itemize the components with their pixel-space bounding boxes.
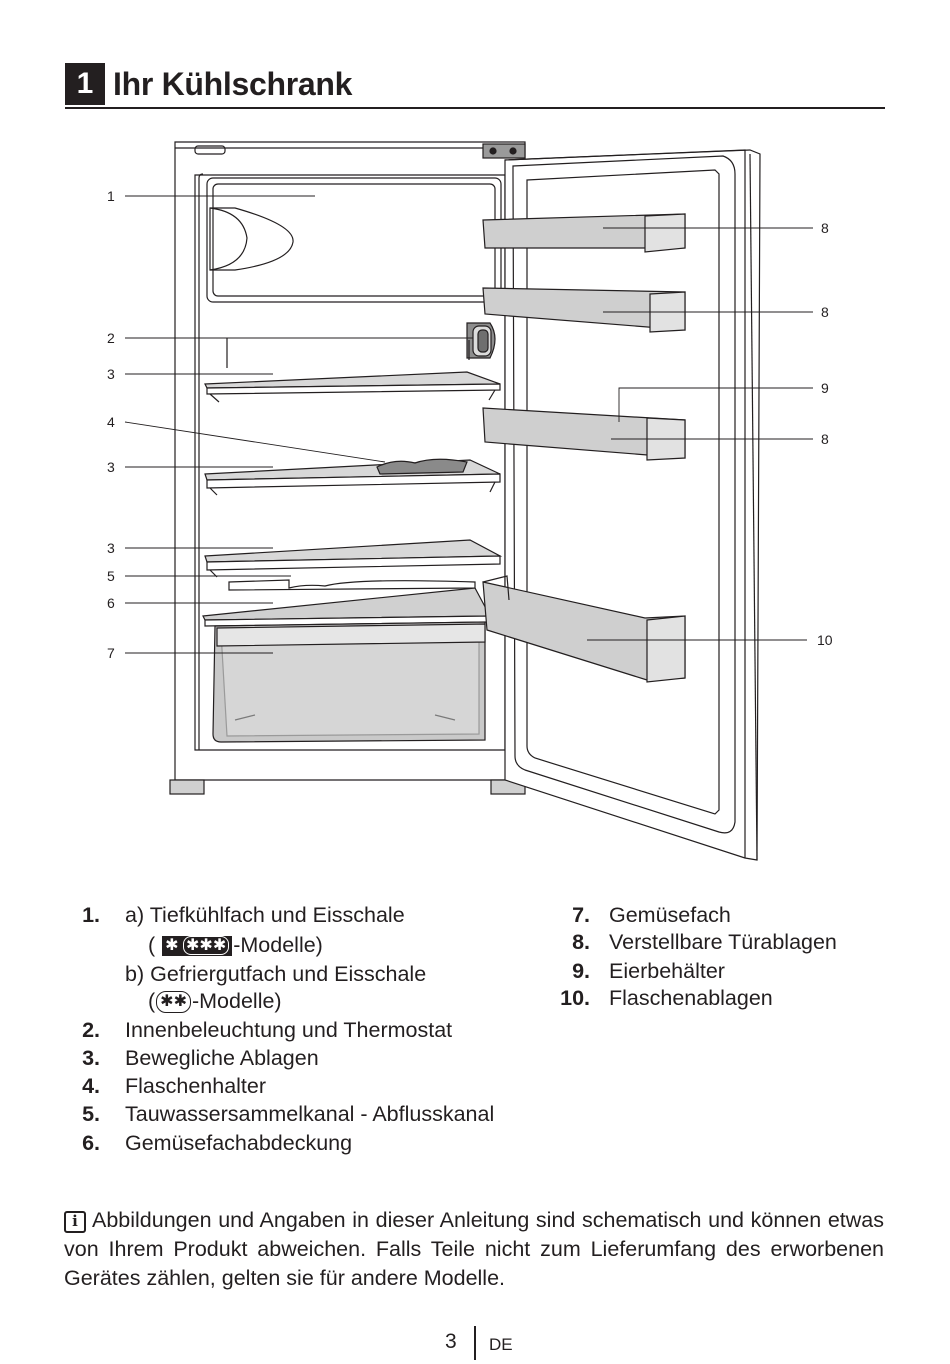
callout-4: 4 [107,414,115,430]
info-icon: i [64,1211,86,1233]
footer-divider [474,1326,476,1360]
freezer-compartment [206,177,502,303]
door-shelf-1 [482,213,686,253]
two-star-icon: ✱✱ [156,991,191,1014]
leader-lines-right [587,227,813,641]
page-footer: 3 DE [0,1326,950,1360]
cabinet-foot-left [169,779,205,795]
top-vent [194,145,226,155]
callout-10: 10 [817,632,833,648]
fridge-diagram: 1 2 3 4 3 3 5 6 7 8 8 9 8 10 [107,141,833,861]
legend-item-symbols-a: ( ✱ ✱✱✱-Modelle) [148,933,323,957]
callout-7: 7 [107,645,115,661]
callout-1: 1 [107,188,115,204]
callout-5: 5 [107,568,115,584]
section-heading: 1 Ihr Kühlschrank [65,63,885,109]
callout-3a: 3 [107,366,115,382]
bottle-holder [376,458,468,475]
callout-6: 6 [107,595,115,611]
legend-item-symbols-b: (✱✱-Modelle) [148,989,282,1014]
callout-2: 2 [107,330,115,346]
shelf-1 [204,371,501,403]
ice-tray [209,207,294,271]
callout-9: 9 [821,380,829,396]
callout-3c: 3 [107,540,115,556]
shelf-3 [204,539,503,578]
callout-8c: 8 [821,431,829,447]
callout-3b: 3 [107,459,115,475]
thermostat [466,322,496,359]
drain-channel [228,579,476,591]
note-text: Abbildungen und Angaben in dieser Anleit… [64,1208,884,1290]
section-title: Ihr Kühlschrank [113,66,353,102]
callout-8a: 8 [821,220,829,236]
crisper-cover [202,587,491,627]
freezer-star-icon: ✱ ✱✱✱ [162,936,233,957]
section-number: 1 [65,63,105,105]
door [504,149,761,861]
door-shelf-2 [482,287,686,333]
shelf-2 [204,458,501,496]
door-hinge [482,143,526,159]
callout-8b: 8 [821,304,829,320]
language-code: DE [489,1335,513,1354]
page-number: 3 [445,1330,457,1353]
crisper-drawer [212,621,486,743]
leader-lines-left [124,195,473,654]
legend-item: b) Gefriergutfach und Eisschale [125,962,427,986]
bottle-shelf [482,575,686,683]
